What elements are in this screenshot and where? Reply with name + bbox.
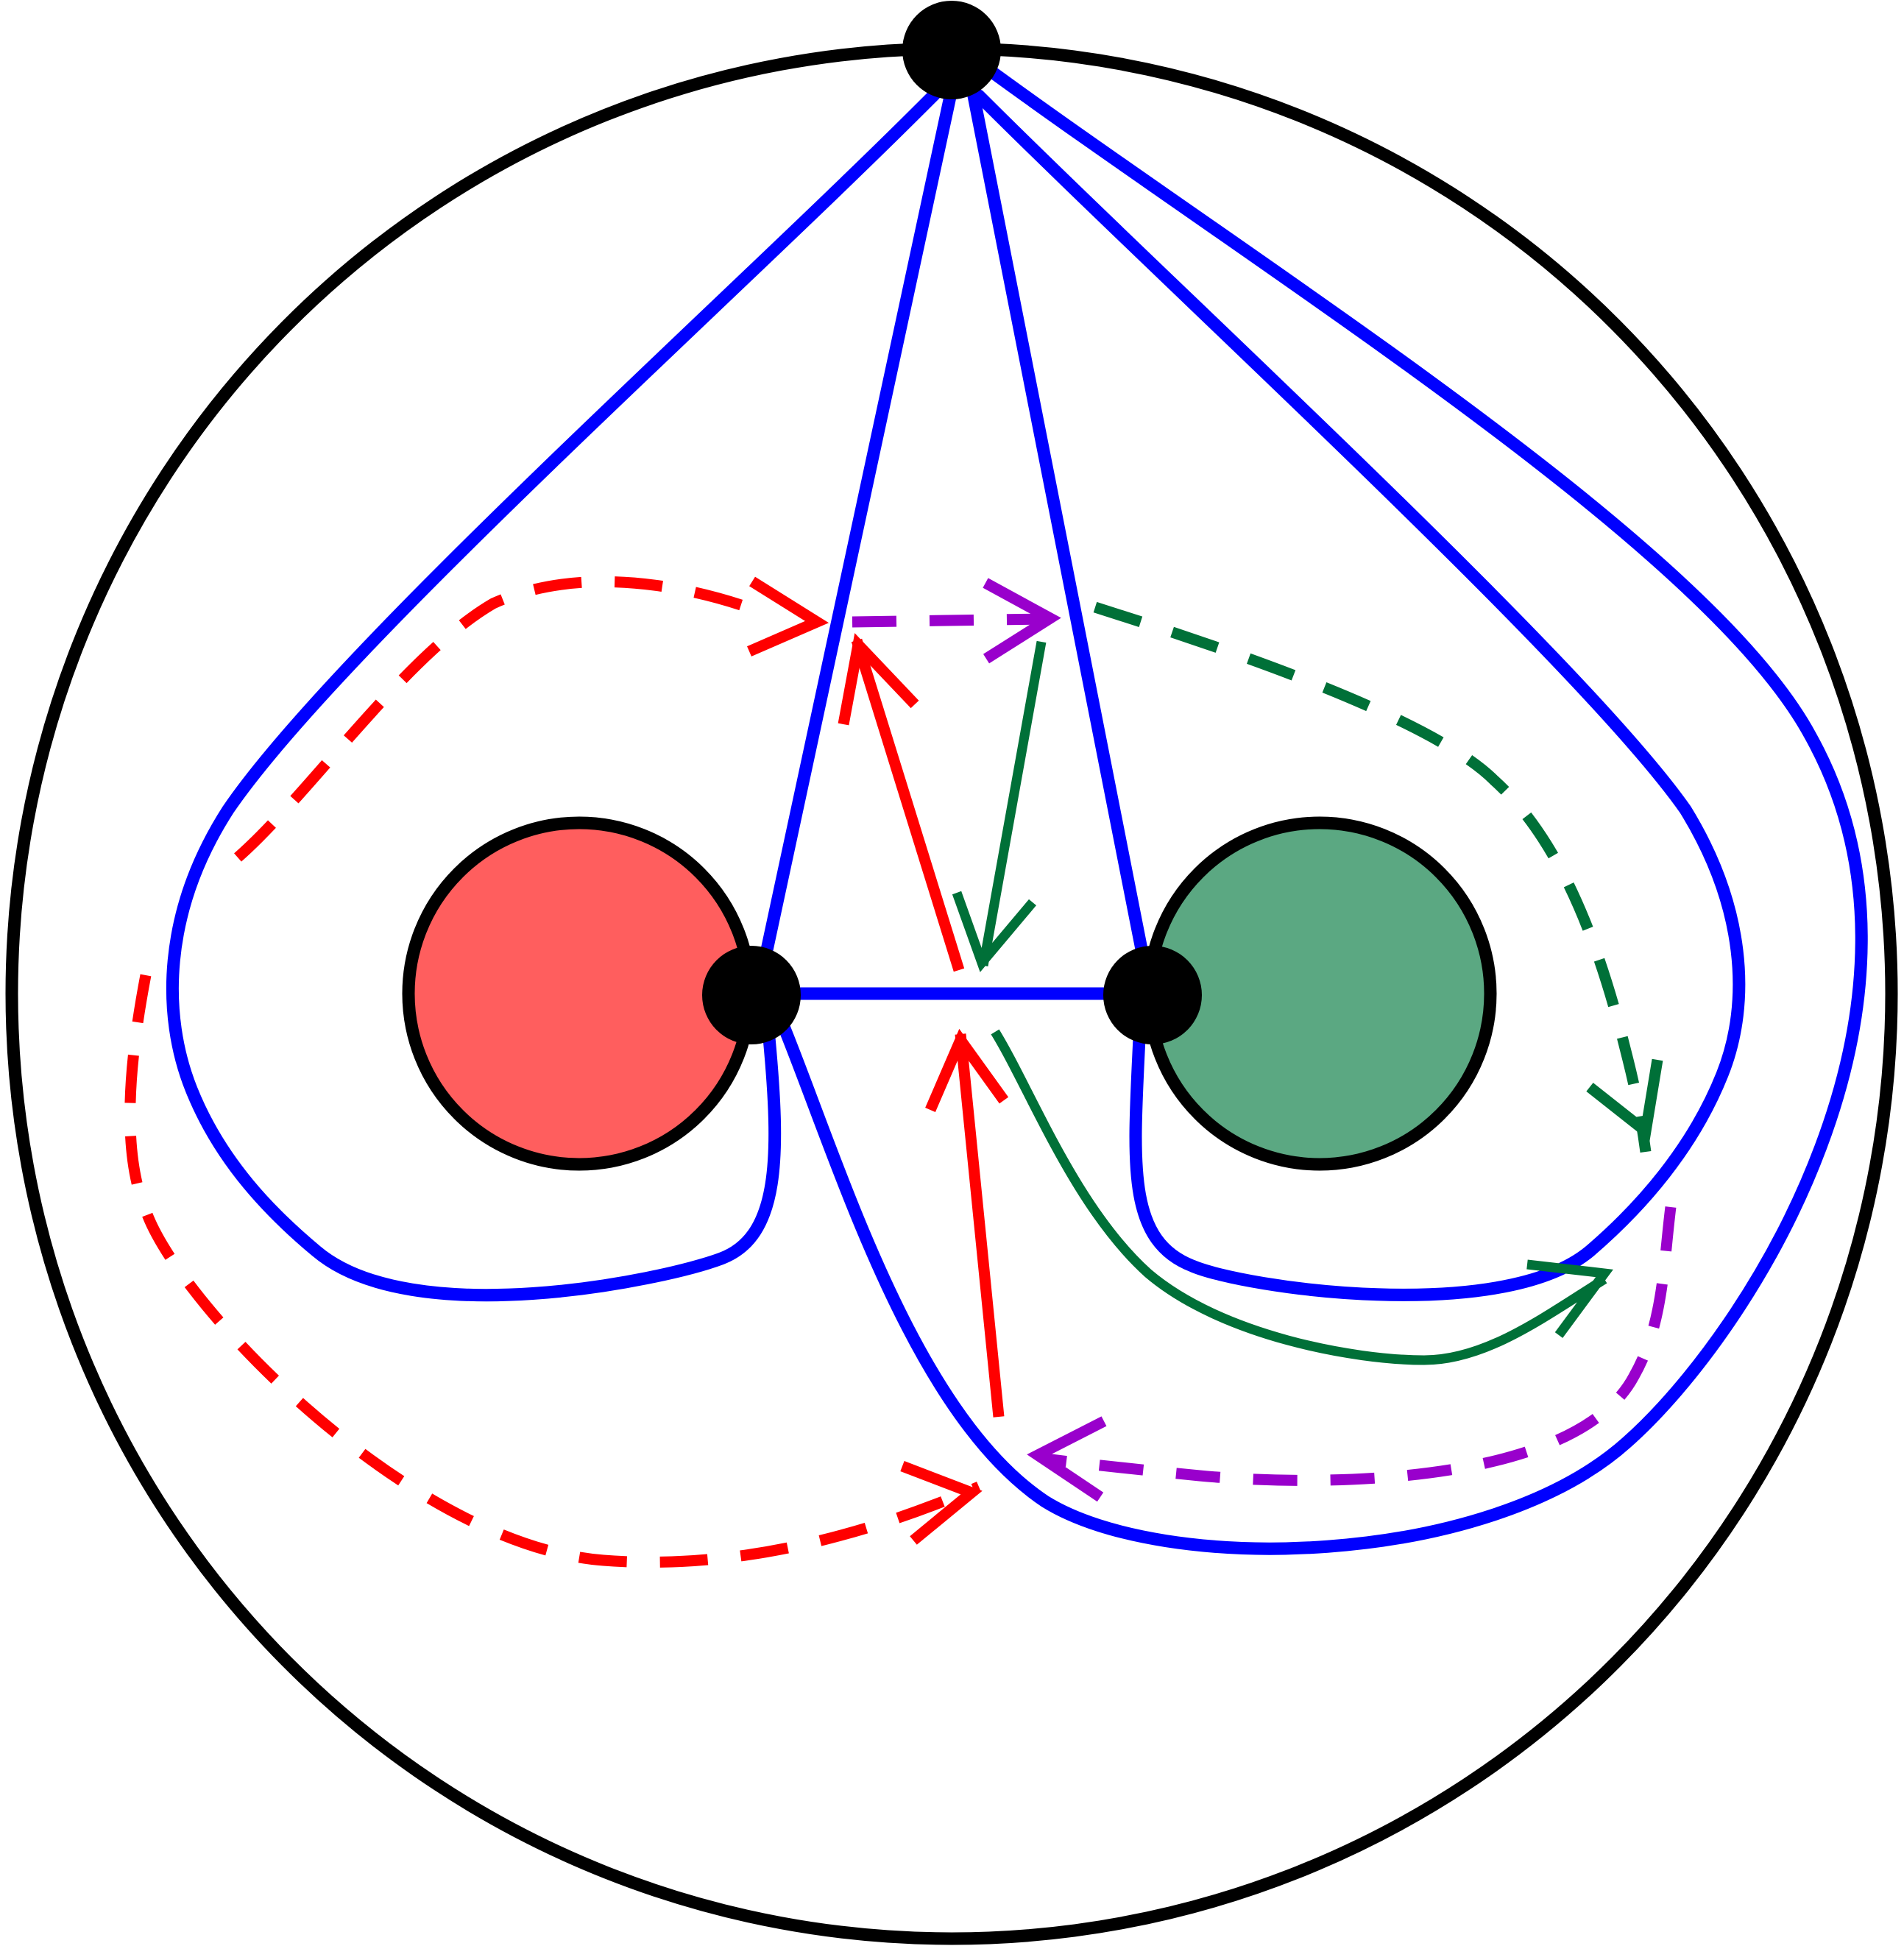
purple-dashed-bottom-group (1027, 1206, 1677, 1502)
red-dashed-outer-path (234, 576, 760, 862)
red-dashed-arrowhead-top (747, 576, 829, 657)
red-disk (402, 816, 757, 1171)
red-solid-arrows (838, 633, 1009, 1418)
edge-top-left-outer-loop (166, 88, 941, 1302)
red-dashed-group (124, 576, 983, 1568)
green-solid-lower-arrow (991, 1029, 1607, 1365)
green-solid-arrows (952, 640, 1613, 1365)
red-solid-upper-arrowhead (838, 633, 919, 726)
purple-dashed-bottom-path (1044, 1206, 1677, 1486)
left-vertex (702, 946, 801, 1044)
edge-top-to-right-vertex (965, 78, 1151, 971)
purple-dashed-top-path (852, 613, 1046, 628)
green-dashed-group (1093, 601, 1663, 1153)
red-solid-upper-arrow (851, 638, 965, 972)
red-solid-lower-arrow (955, 1033, 1005, 1418)
red-dashed-arrowhead-bottom (900, 1460, 983, 1545)
right-vertex (1103, 946, 1202, 1044)
green-solid-upper-arrow (978, 640, 1047, 967)
green-dashed-arrowhead (1586, 1058, 1663, 1142)
green-dashed-right-path (1093, 601, 1652, 1153)
green-solid-lower-arrowhead (1526, 1259, 1613, 1338)
blue-edges (166, 61, 1868, 1555)
red-solid-lower-arrowhead (925, 1028, 1009, 1112)
green-solid-upper-arrowhead (952, 891, 1036, 972)
edge-top-right-outer-loop (972, 89, 1746, 1301)
edge-top-to-left-vertex (759, 73, 960, 963)
edge-top-wide-right-loop (777, 61, 1868, 1555)
purple-dashed-arrowhead-bottom (1027, 1416, 1107, 1502)
purple-dashed-arrowhead-top (983, 578, 1061, 664)
purple-dashed-top-group (852, 578, 1061, 664)
top-vertex (902, 1, 1001, 99)
